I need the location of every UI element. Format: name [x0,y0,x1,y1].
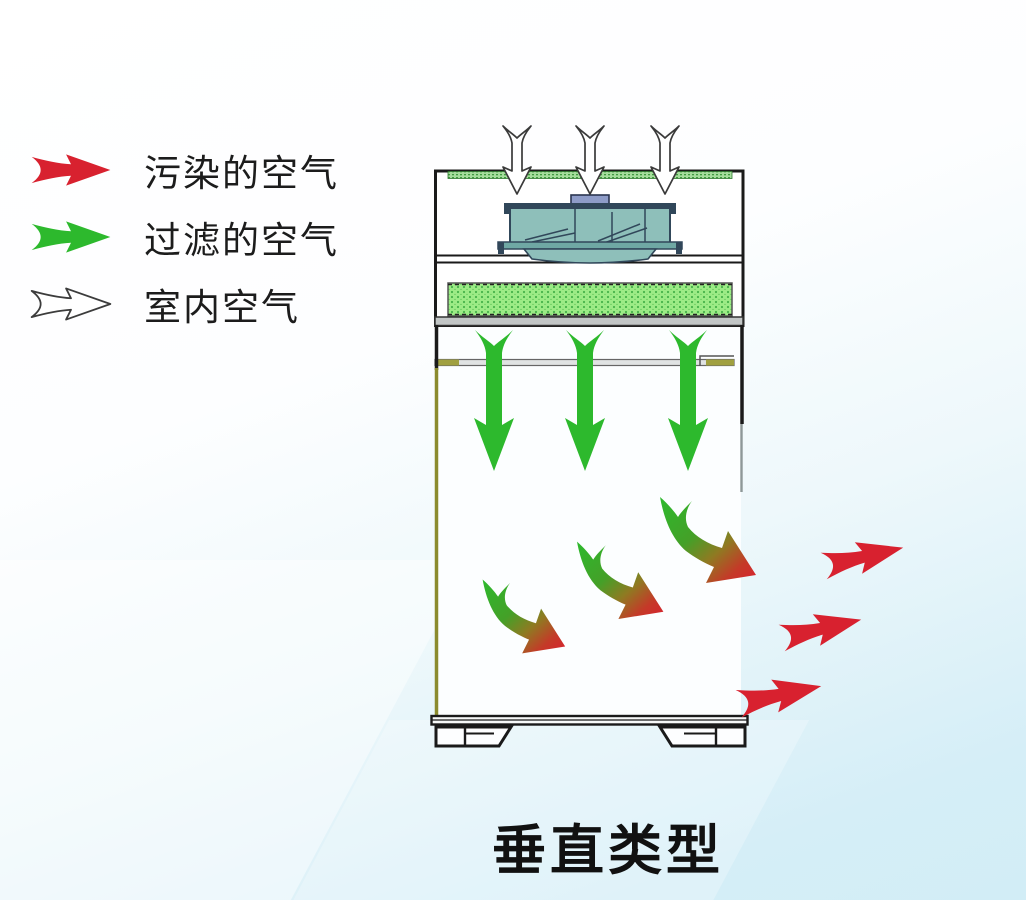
legend-label: 过滤的空气 [144,221,339,262]
work-surface [430,714,749,726]
legend: 污染的空气 过滤的空气 室内空气 [30,148,339,329]
fan-top-flange [504,203,676,209]
base-feet [434,725,747,748]
exhaust-arrow-icon [735,669,825,721]
legend-item-contaminated-air: 污染的空气 [30,148,339,195]
foot-left [434,725,514,748]
legend-label: 污染的空气 [144,154,339,195]
filter-grille-bar [434,316,744,327]
fan-body [509,207,671,245]
room-air-arrow-icon [30,287,112,321]
fan-blower [497,194,683,264]
exhaust-arrow-icon [778,603,865,654]
legend-item-room-air: 室内空气 [30,282,339,329]
fan-collar [522,248,658,264]
hepa-filter [447,282,733,317]
exhaust-arrow-icon [820,531,907,582]
contaminated-air-exhaust-arrows [735,531,907,721]
diagram-caption: 垂直类型 [492,819,724,882]
legend-item-filtered-air: 过滤的空气 [30,215,339,262]
contaminated-air-arrow-icon [31,154,111,186]
fan-bottom-flange [497,241,683,250]
foot-right [657,725,747,748]
filtered-air-arrow-icon [31,221,111,253]
legend-label: 室内空气 [144,288,300,329]
fan-blades [524,208,648,244]
